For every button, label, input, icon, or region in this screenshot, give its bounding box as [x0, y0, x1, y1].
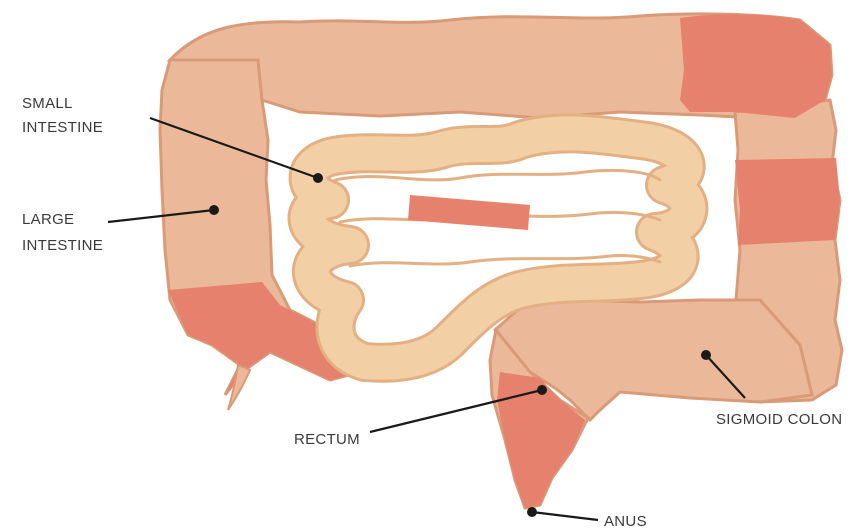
colon-accent-top-right [680, 14, 832, 118]
dot-rectum [537, 385, 547, 395]
label-sigmoid-colon: SIGMOID COLON [716, 411, 842, 428]
large-intestine [160, 14, 842, 508]
label-small-intestine-line2: INTESTINE [22, 119, 103, 136]
dot-small-intestine [313, 173, 323, 183]
dot-large-intestine [209, 205, 219, 215]
label-anus: ANUS [604, 513, 647, 529]
label-small-intestine-line1: SMALL [22, 95, 73, 112]
dot-anus [527, 507, 537, 517]
label-large-intestine-line1: LARGE [22, 211, 74, 228]
colon-accent-right-1 [735, 158, 840, 245]
leader-anus [532, 512, 598, 520]
label-large-intestine-line2: INTESTINE [22, 237, 103, 254]
dot-sigmoid-colon [701, 350, 711, 360]
small-intestine-accent [408, 195, 530, 230]
label-rectum: RECTUM [294, 431, 360, 448]
